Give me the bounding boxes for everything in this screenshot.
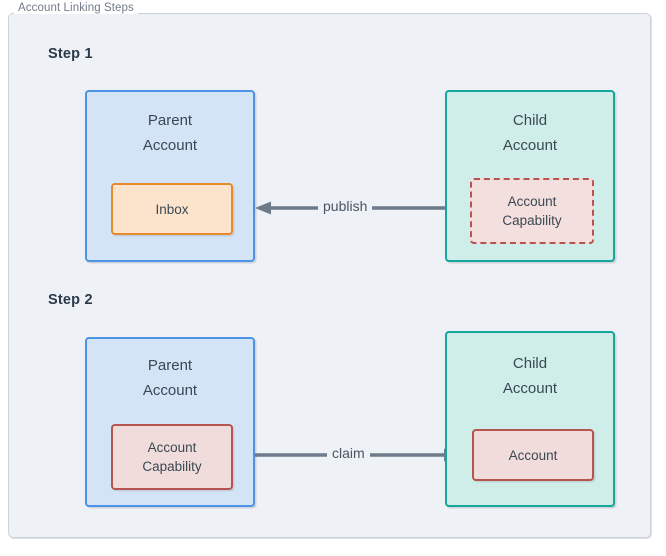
step-2-account-box: Account [472,429,594,481]
step-1-child-account-title: Child Account [502,112,558,154]
step-1-parent-account-box: Parent Account Inbox [85,90,255,262]
step-1-heading: Step 1 [48,46,93,62]
step-1-parent-account-title: Parent Account [142,112,198,154]
step-2-account-capability-box: Account Capability [111,424,233,490]
step-2-heading: Step 2 [48,292,93,308]
step-1-inbox-box: Inbox [111,183,233,235]
step-2-parent-account-box: Parent Account Account Capability [85,337,255,507]
step-2-parent-account-title: Parent Account [142,357,198,399]
step-1-arrow-label: publish [318,198,373,214]
step-2-child-account-box: Child Account Account [445,331,615,507]
step-1-child-account-box: Child Account Account Capability [445,90,615,262]
step-2-arrow-label: claim [327,445,370,461]
step-1-account-capability-box: Account Capability [470,178,594,244]
diagram-title: Account Linking Steps [14,2,138,14]
step-2-child-account-title: Child Account [502,355,558,397]
